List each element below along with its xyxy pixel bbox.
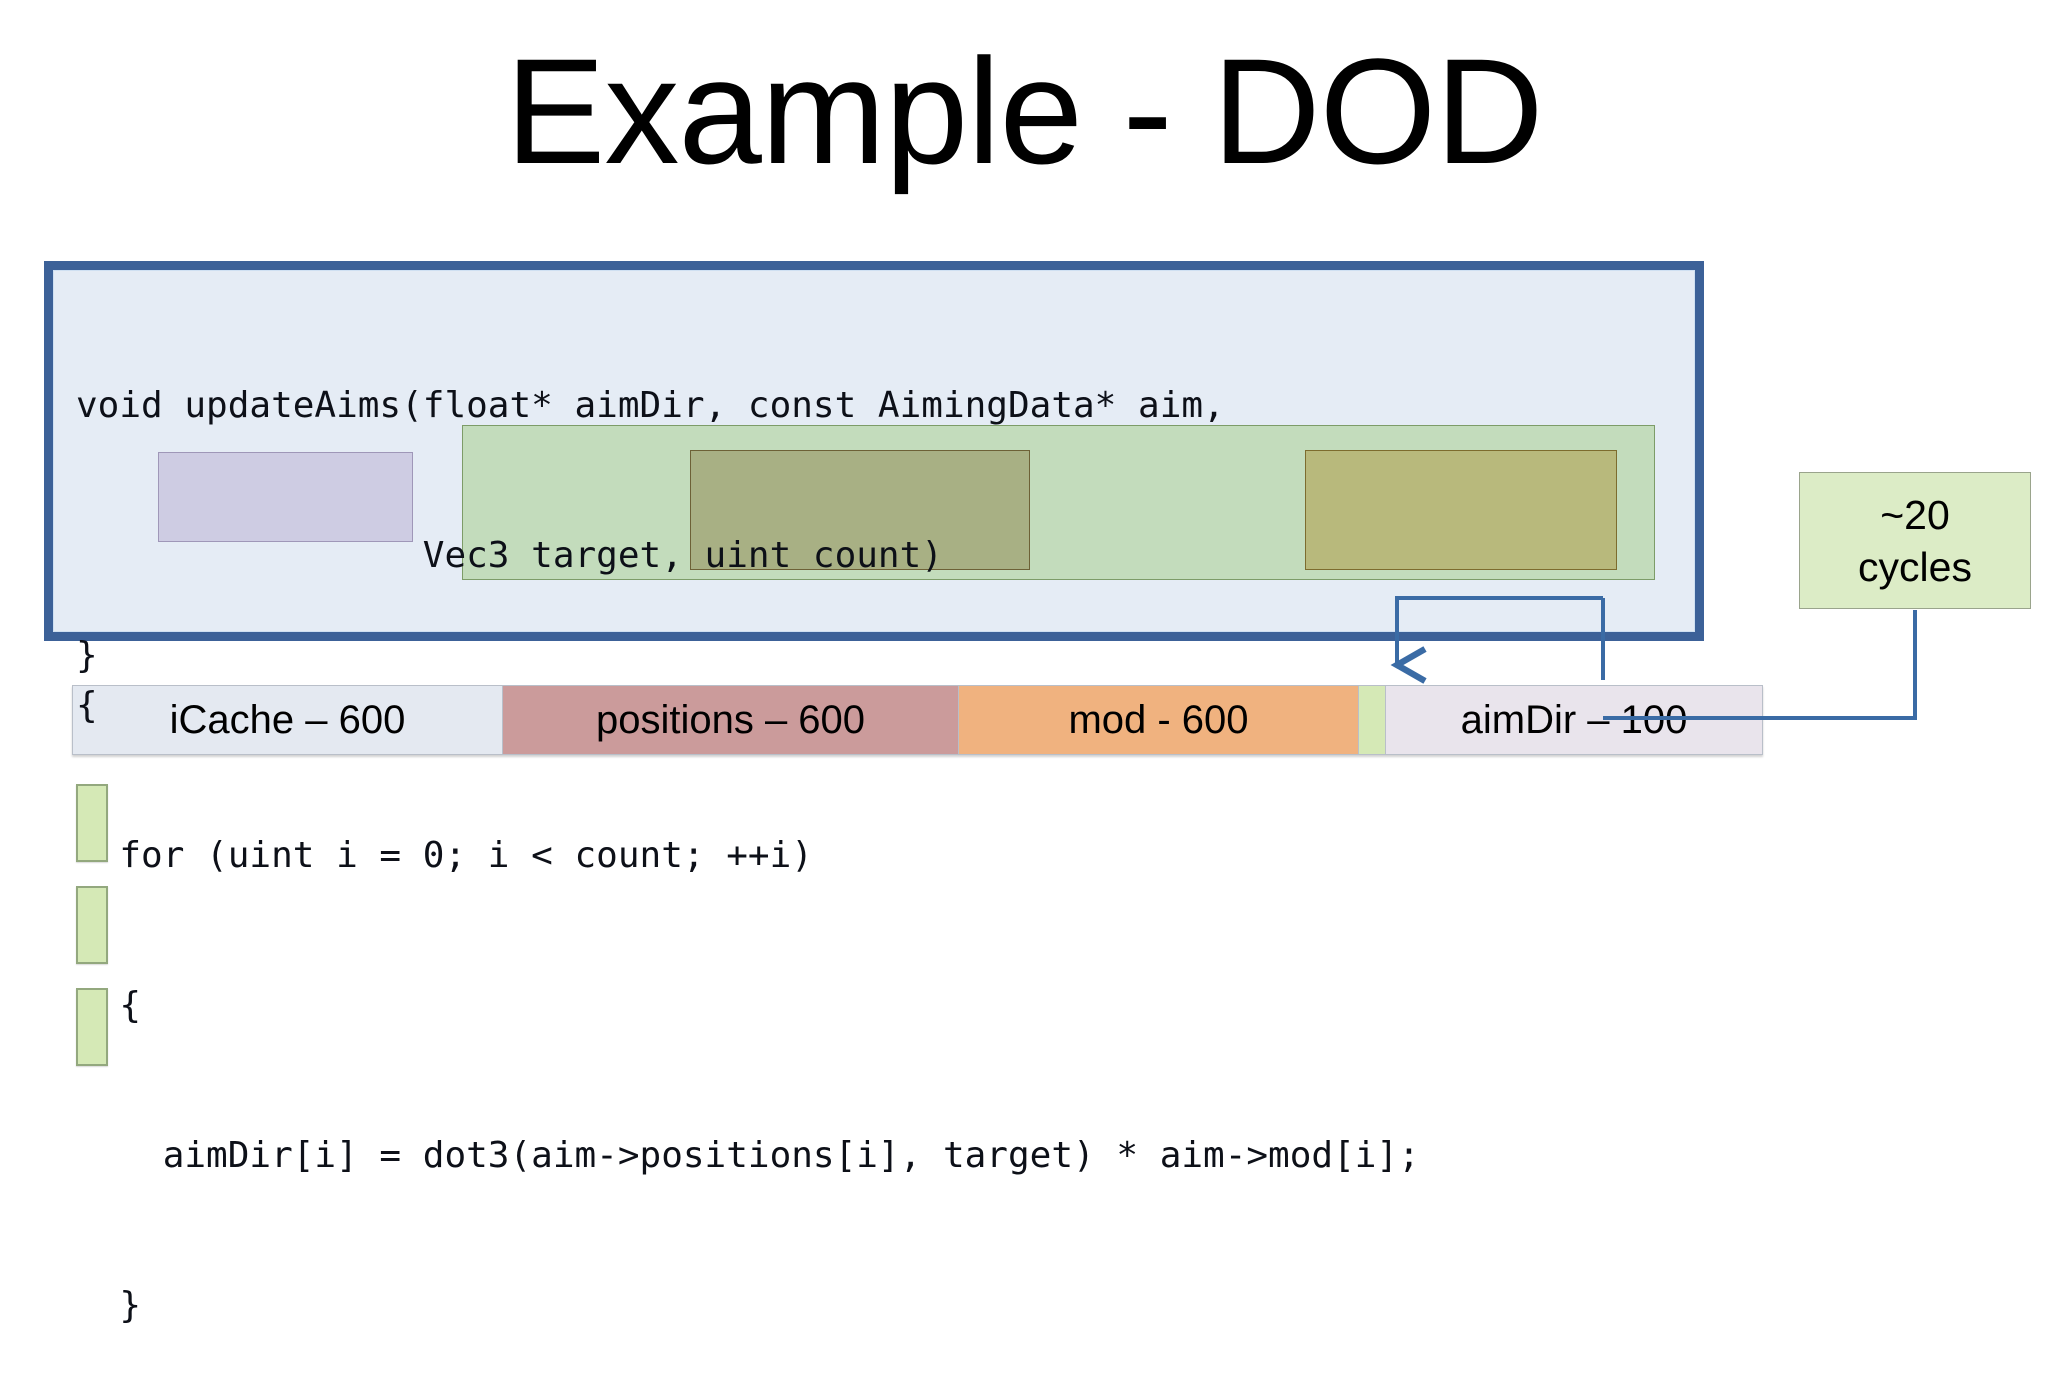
green-block (76, 988, 108, 1066)
page-title: Example - DOD (505, 27, 1543, 195)
cycles-callout: ~20 cycles (1799, 472, 2031, 609)
memory-layout-bar: iCache – 600 positions – 600 mod - 600 a… (72, 685, 1763, 755)
memory-segment-mod: mod - 600 (958, 685, 1358, 755)
cycles-value: ~20 (1880, 491, 1950, 538)
memory-segment-marker (1358, 685, 1385, 755)
cycles-unit: cycles (1858, 543, 1972, 590)
highlight-mod-access (1305, 450, 1617, 570)
highlight-positions-access (690, 450, 1030, 570)
memory-segment-positions: positions – 600 (502, 685, 958, 755)
code-line: aimDir[i] = dot3(aim->positions[i], targ… (76, 1135, 1420, 1176)
code-line: for (uint i = 0; i < count; ++i) (76, 835, 813, 876)
highlight-loop-header (158, 452, 413, 542)
green-block (76, 886, 108, 964)
green-block (76, 784, 108, 862)
code-closing-brace: } (76, 635, 98, 676)
memory-segment-aimdir: aimDir – 100 (1385, 685, 1763, 755)
code-line: { (76, 985, 142, 1026)
memory-segment-icache: iCache – 600 (72, 685, 502, 755)
code-line: } (76, 1285, 142, 1326)
